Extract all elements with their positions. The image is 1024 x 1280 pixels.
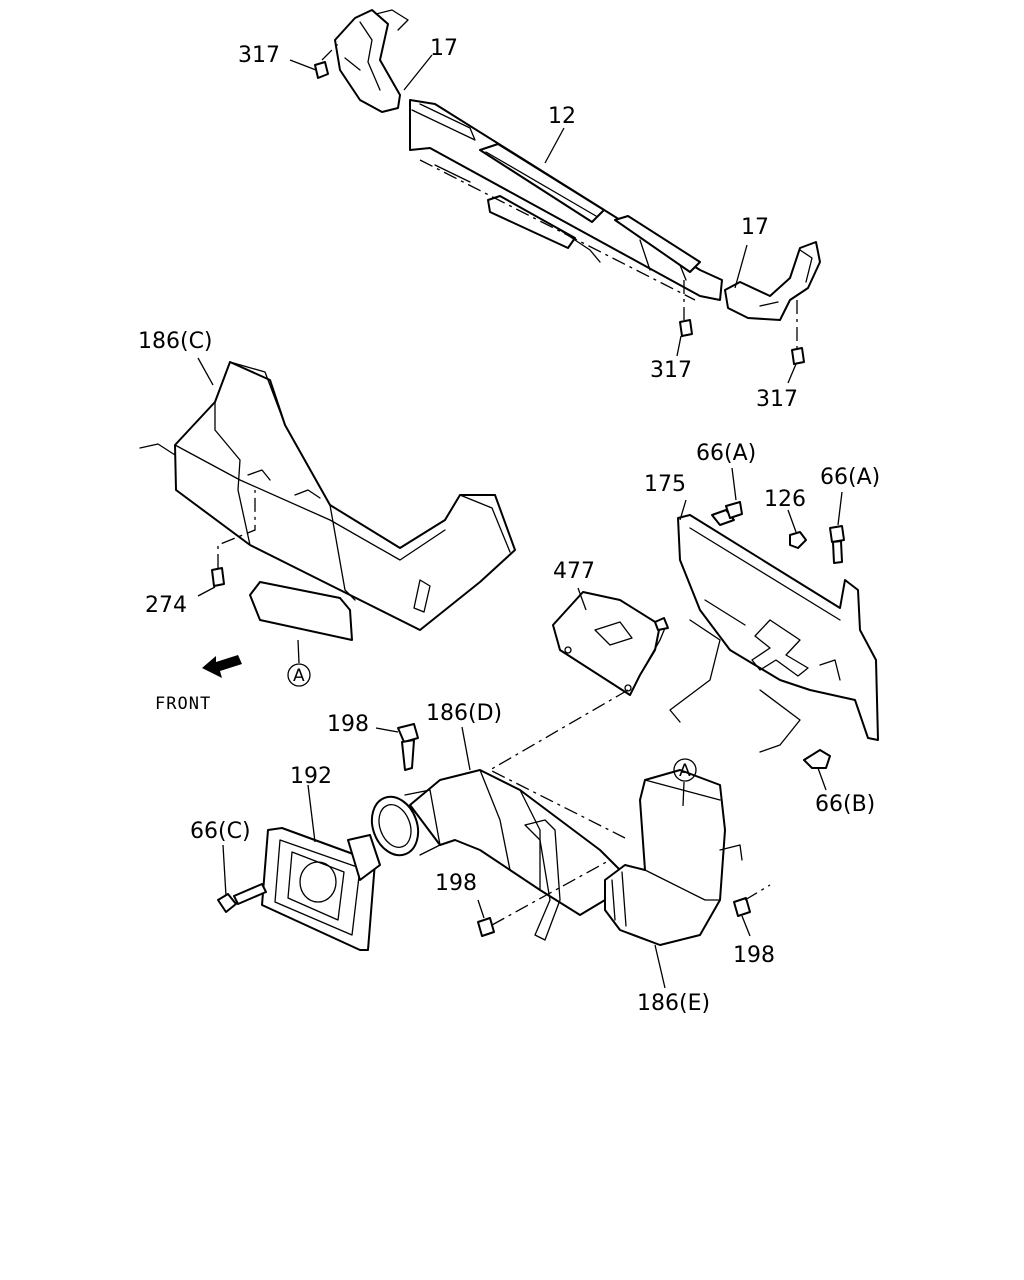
duct-186c <box>139 357 516 641</box>
label-66a-right: 66(A) <box>820 465 880 490</box>
label-317-right: 317 <box>756 387 798 412</box>
bracket-175 <box>669 499 879 753</box>
label-ref-a-right: A <box>679 761 691 781</box>
clip-198-mid <box>477 859 611 937</box>
flange-192 <box>261 784 381 951</box>
clip-198-top <box>375 723 419 771</box>
reference-a-left <box>287 639 311 687</box>
bolt-66a-left <box>711 467 743 526</box>
label-17-right: 17 <box>741 215 769 240</box>
duct-end-17-right <box>724 241 821 321</box>
label-186e: 186(E) <box>637 991 710 1016</box>
label-126: 126 <box>764 487 806 512</box>
label-274: 274 <box>145 593 187 618</box>
label-198-top: 198 <box>327 712 369 737</box>
clip-198-right <box>733 884 771 937</box>
label-317-top: 317 <box>238 43 280 68</box>
label-175: 175 <box>644 472 686 497</box>
label-186d: 186(D) <box>426 701 502 726</box>
defroster-duct-12 <box>409 99 723 301</box>
screw-317-top <box>289 41 341 79</box>
screw-317-mid <box>676 280 693 357</box>
duct-end-17-left <box>334 9 433 113</box>
bracket-477 <box>552 587 669 696</box>
label-198-right: 198 <box>733 943 775 968</box>
callout-labels: 317 17 12 17 317 317 186(C) 274 A FRONT … <box>138 36 880 1016</box>
label-192: 192 <box>290 764 332 789</box>
label-186c: 186(C) <box>138 329 213 354</box>
label-66a-left: 66(A) <box>696 441 756 466</box>
nut-126 <box>787 509 807 549</box>
label-66b: 66(B) <box>815 792 875 817</box>
label-198-mid: 198 <box>435 871 477 896</box>
label-front: FRONT <box>155 694 211 714</box>
bolt-66c <box>217 844 267 913</box>
label-17-left: 17 <box>430 36 458 61</box>
bolt-66b <box>803 749 831 791</box>
label-317-mid: 317 <box>650 358 692 383</box>
front-arrow-icon <box>202 655 242 678</box>
bolt-66a-right <box>829 491 845 564</box>
screw-317-right <box>787 300 805 384</box>
label-66c: 66(C) <box>190 819 251 844</box>
label-477: 477 <box>553 559 595 584</box>
duct-186e <box>604 769 743 989</box>
label-12: 12 <box>548 104 576 129</box>
label-ref-a-left: A <box>293 666 305 686</box>
reference-a-right <box>673 758 697 807</box>
screw-274 <box>197 490 256 597</box>
duct-186d <box>370 726 621 941</box>
